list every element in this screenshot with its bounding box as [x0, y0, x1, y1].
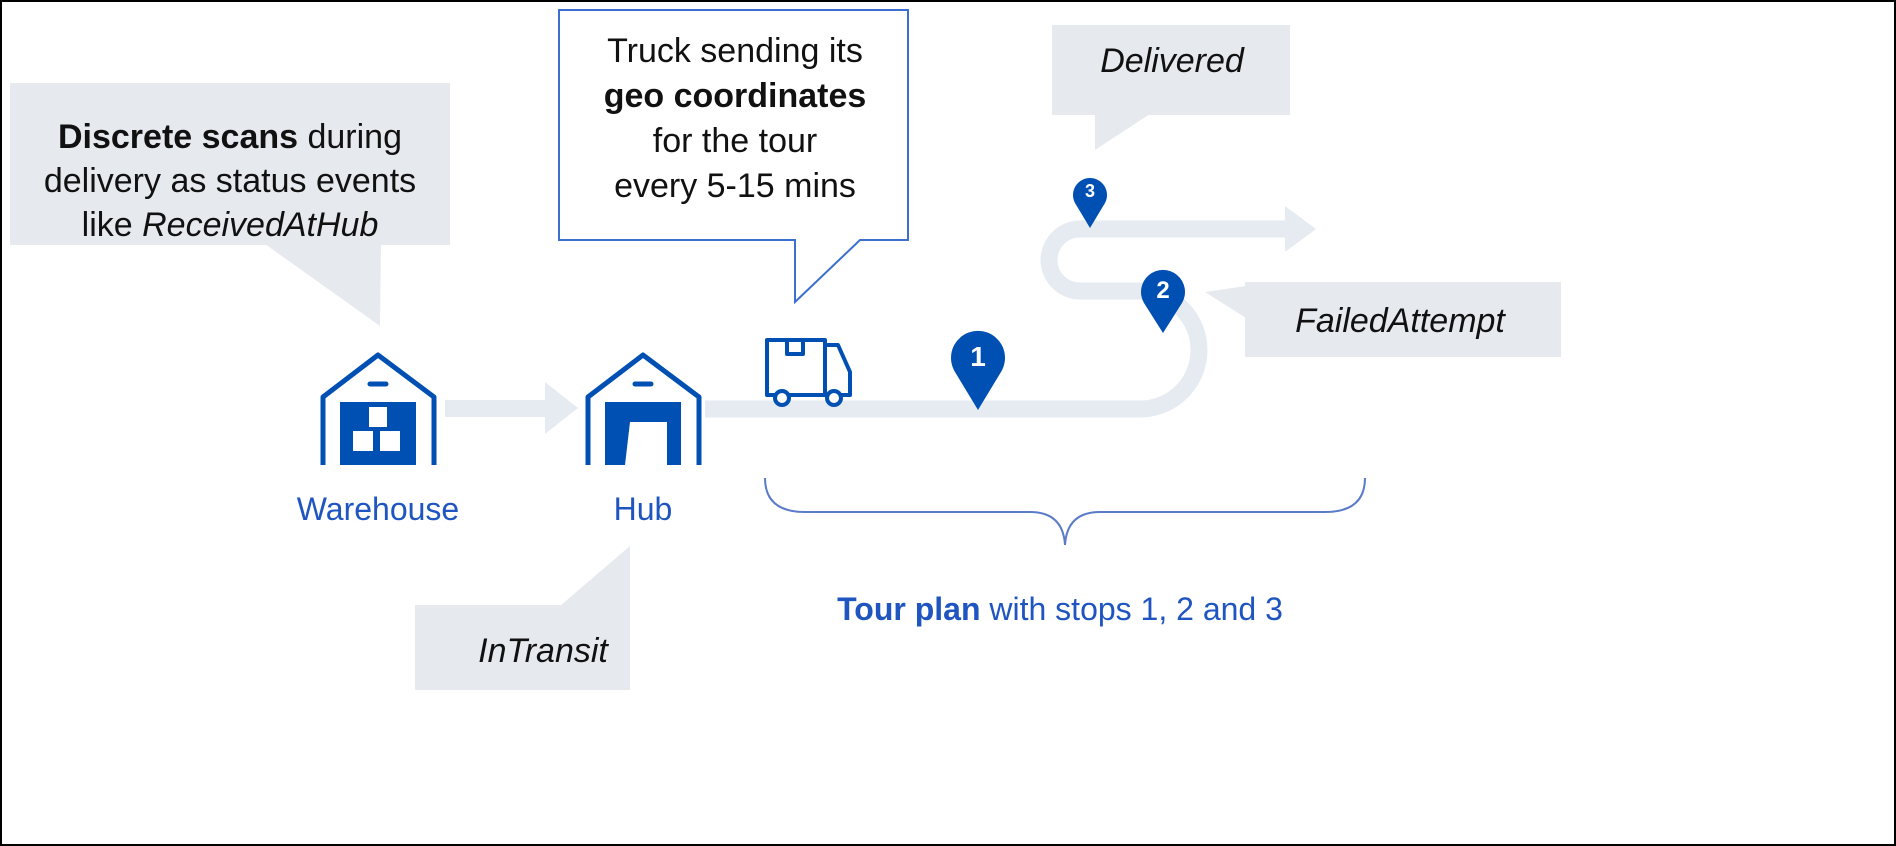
map-pin-icon: [1141, 269, 1185, 333]
stop-number: 1: [970, 341, 986, 372]
scans-callout-bold: Discrete scans: [58, 118, 298, 156]
truck-icon: [765, 338, 852, 407]
delivered-callout: Delivered: [1052, 25, 1290, 150]
hub-icon: [585, 352, 702, 465]
tour-plan-rest: with stops 1, 2 and 3: [980, 591, 1282, 627]
warehouse-label: Warehouse: [297, 491, 459, 527]
failed-attempt-label: FailedAttempt: [1295, 302, 1506, 340]
intransit-label: InTransit: [478, 632, 609, 670]
scans-callout-line2: delivery as status events: [44, 162, 416, 200]
truck-callout: Truck sending its geo coordinates for th…: [558, 9, 909, 305]
scans-callout-line1: during: [298, 118, 402, 156]
tour-brace: [764, 477, 1366, 546]
map-pin-icon: [1073, 177, 1108, 228]
scans-callout-event: ReceivedAtHub: [142, 206, 378, 244]
scans-callout: Discrete scans during delivery as status…: [10, 83, 450, 326]
warehouse-icon: [320, 352, 437, 465]
tour-plan-bold: Tour plan: [837, 591, 980, 627]
delivered-label: Delivered: [1100, 42, 1245, 80]
stop-number: 2: [1156, 277, 1169, 304]
truck-callout-line4: every 5-15 mins: [614, 167, 856, 205]
intransit-callout: InTransit: [415, 546, 630, 690]
truck-callout-line1: Truck sending its: [607, 32, 863, 70]
svg-text:Discrete scans during: Discrete scans during: [58, 118, 402, 156]
stop-pin-3[interactable]: 3: [1073, 177, 1108, 228]
truck-callout-line3: for the tour: [653, 122, 817, 160]
flow-arrow: [445, 382, 578, 434]
stop-pin-1[interactable]: 1: [951, 330, 1005, 410]
map-pin-icon: [951, 330, 1005, 410]
stop-number: 3: [1085, 181, 1095, 201]
svg-text:like ReceivedAtHub: like ReceivedAtHub: [82, 206, 379, 244]
stop-pin-2[interactable]: 2: [1141, 269, 1185, 333]
truck-callout-line2: geo coordinates: [604, 77, 867, 115]
failed-attempt-callout: FailedAttempt: [1205, 282, 1561, 357]
scans-callout-line3: like: [82, 206, 142, 244]
hub-label: Hub: [614, 491, 673, 527]
tour-plan-label: Tour plan with stops 1, 2 and 3: [837, 591, 1283, 627]
